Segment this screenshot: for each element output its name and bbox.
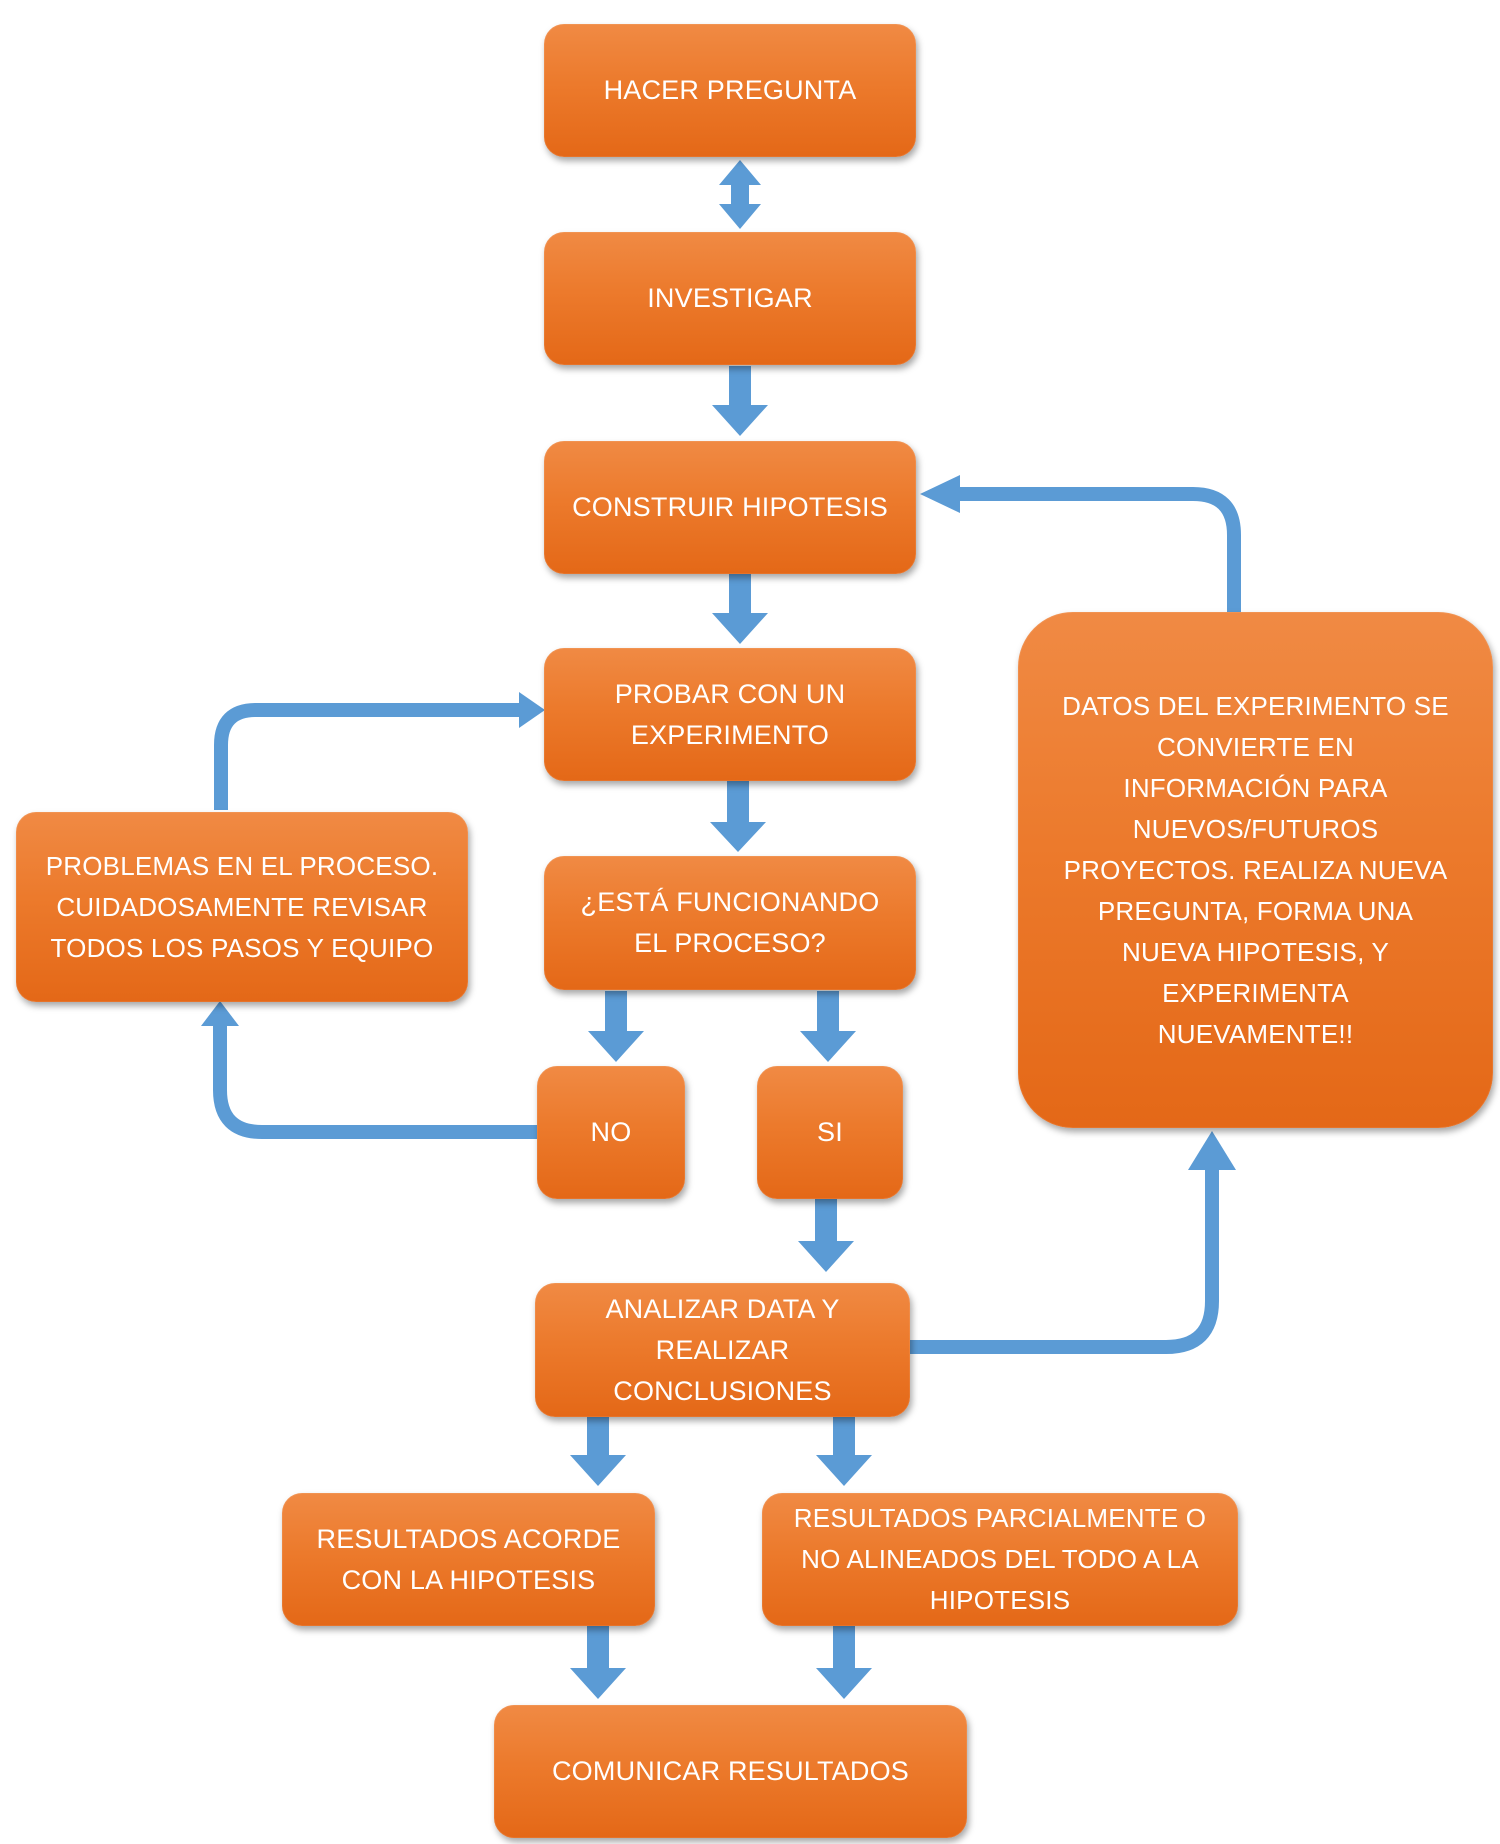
node-construir-hipotesis: CONSTRUIR HIPOTESIS (544, 441, 916, 574)
arrow-problemas-probar (214, 703, 520, 810)
arrow-pregunta-investigar (719, 160, 761, 229)
arrowhead-no-problemas (201, 1001, 239, 1026)
node-hacer-pregunta: HACER PREGUNTA (544, 24, 916, 157)
node-problemas-proceso: PROBLEMAS EN EL PROCESO. CUIDADOSAMENTE … (16, 812, 468, 1002)
arrow-funcionando-no (588, 991, 644, 1062)
arrow-analizar-parciales (816, 1415, 872, 1486)
node-datos-experimento: DATOS DEL EXPERIMENTO SE CONVIERTE EN IN… (1018, 612, 1493, 1128)
node-probar-experimento: PROBAR CON UN EXPERIMENTO (544, 648, 916, 781)
node-investigar: INVESTIGAR (544, 232, 916, 365)
arrow-analizar-datos (910, 1168, 1219, 1354)
arrowhead-datos-construir (920, 475, 960, 513)
arrowhead-analizar-datos (1188, 1131, 1236, 1170)
node-no: NO (537, 1066, 685, 1199)
arrow-datos-construir (958, 487, 1241, 612)
node-si: SI (757, 1066, 903, 1199)
arrow-acorde-comunicar (570, 1625, 626, 1699)
node-resultados-acorde: RESULTADOS ACORDE CON LA HIPOTESIS (282, 1493, 655, 1626)
arrow-investigar-construir (712, 366, 768, 436)
arrow-probar-funcionando (710, 781, 766, 852)
node-resultados-parciales: RESULTADOS PARCIALMENTE O NO ALINEADOS D… (762, 1493, 1238, 1626)
arrow-si-analizar (798, 1198, 854, 1272)
arrow-funcionando-si (800, 991, 856, 1062)
arrow-construir-probar (712, 574, 768, 644)
node-comunicar-resultados: COMUNICAR RESULTADOS (494, 1705, 967, 1838)
node-analizar-data: ANALIZAR DATA Y REALIZAR CONCLUSIONES (535, 1283, 910, 1417)
arrow-analizar-acorde (570, 1415, 626, 1486)
arrow-no-problemas (213, 1025, 540, 1139)
node-esta-funcionando: ¿ESTÁ FUNCIONANDO EL PROCESO? (544, 856, 916, 990)
arrowhead-problemas-probar (519, 692, 545, 728)
arrow-parciales-comunicar (816, 1625, 872, 1699)
